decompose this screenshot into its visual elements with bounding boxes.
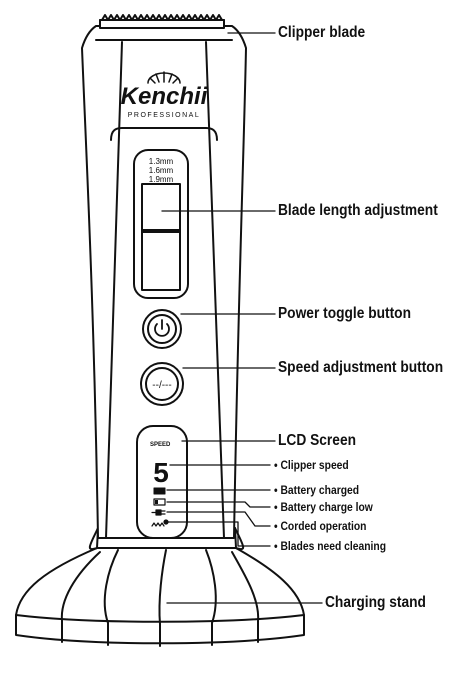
charging-stand xyxy=(15,527,305,647)
leader-battery-low xyxy=(166,501,271,508)
power-icon xyxy=(154,323,170,337)
speed-adjustment-button[interactable] xyxy=(140,362,184,406)
label-speed-button: Speed adjustment button xyxy=(278,359,444,376)
label-battery-charged: • Battery charged xyxy=(274,483,360,497)
plug-icon xyxy=(151,509,166,516)
battery-low-icon xyxy=(153,498,166,506)
label-clipper-blade: Clipper blade xyxy=(278,24,366,41)
blade-length-option: 1.3mm xyxy=(149,157,174,166)
leader-corded xyxy=(166,511,271,527)
blade-length-option: 1.6mm xyxy=(149,166,174,175)
lcd-speed-digit: 5 xyxy=(153,457,169,488)
blade-length-option: 1.9mm xyxy=(149,175,174,184)
label-blade-length: Blade length adjustment xyxy=(278,202,438,219)
lcd-title: SPEED xyxy=(150,442,171,448)
battery-full-icon xyxy=(153,487,166,495)
lcd-screen xyxy=(136,425,188,539)
power-toggle-button[interactable] xyxy=(142,309,182,349)
brand-tagline: PROFESSIONAL xyxy=(128,112,200,119)
label-clipper-speed: • Clipper speed xyxy=(274,458,349,472)
callout-lines xyxy=(161,32,323,604)
label-blades-cleaning: • Blades need cleaning xyxy=(274,539,387,553)
clipper-blade xyxy=(99,14,225,29)
label-power-toggle: Power toggle button xyxy=(278,305,412,322)
label-lcd-screen: LCD Screen xyxy=(278,432,357,449)
label-corded-operation: • Corded operation xyxy=(274,519,367,533)
leader-blades-cleaning xyxy=(167,521,271,547)
brand-name: Kenchii xyxy=(121,83,209,110)
blade-length-adjuster[interactable] xyxy=(133,149,189,299)
label-battery-low: • Battery charge low xyxy=(274,500,373,514)
label-charging-stand: Charging stand xyxy=(325,594,426,611)
kenchii-logo-icon xyxy=(147,71,181,84)
speed-button-label: --/--- xyxy=(152,380,171,391)
